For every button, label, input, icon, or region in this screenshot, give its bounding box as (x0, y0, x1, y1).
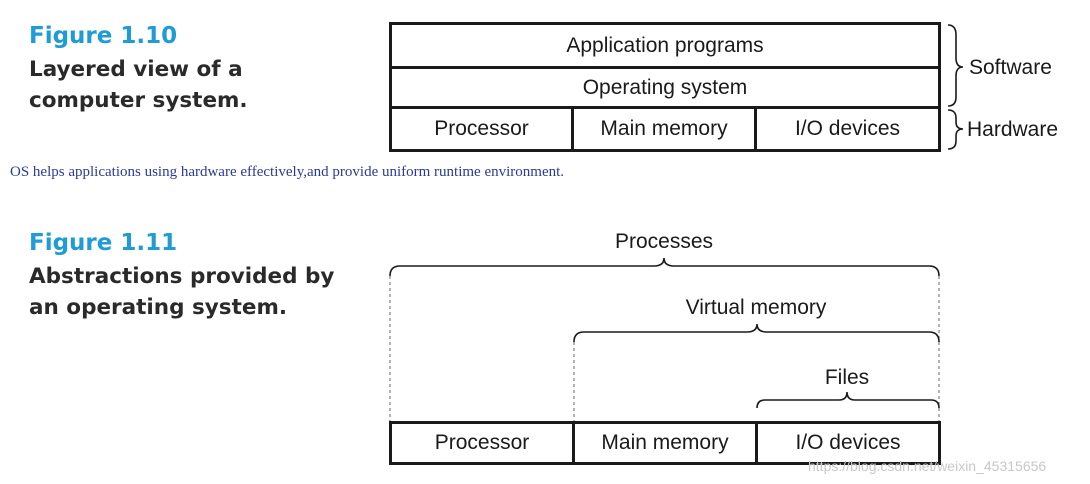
cell-divider (571, 106, 574, 152)
figure-1-11-caption: Abstractions provided by an operating sy… (29, 261, 334, 323)
files-brace-icon (756, 391, 940, 409)
processes-brace-icon (389, 257, 940, 277)
hardware-brace-icon (947, 109, 964, 150)
hardware-label: Hardware (967, 118, 1059, 141)
software-brace-icon (947, 24, 964, 107)
caption-line: Layered view of a (29, 57, 243, 82)
caption-line: an operating system. (29, 295, 288, 320)
layer-operating-system: Operating system (582, 75, 748, 99)
software-label: Software (969, 56, 1052, 79)
cell-divider (754, 106, 757, 152)
cell-main-memory: Main memory (601, 431, 729, 454)
processes-label: Processes (614, 230, 714, 253)
cell-processor: Processor (434, 431, 530, 454)
layer-divider (389, 106, 941, 109)
cell-io-devices: I/O devices (794, 117, 901, 140)
note-text: OS helps applications using hardware eff… (10, 164, 565, 180)
figure-1-10-number: Figure 1.10 (29, 23, 178, 49)
virtual-memory-label: Virtual memory (685, 296, 827, 319)
caption-line: Abstractions provided by (29, 264, 335, 289)
virtual-memory-brace-icon (573, 323, 940, 343)
cell-divider (572, 421, 575, 465)
diagram-frame (389, 22, 941, 152)
watermark-text: https://blog.csdn.net/weixin_45315656 (808, 458, 1047, 474)
cell-divider (755, 421, 758, 465)
layer-divider (389, 66, 941, 69)
cell-io-devices: I/O devices (795, 431, 901, 454)
cell-processor: Processor (434, 117, 529, 140)
layer-application-programs: Application programs (566, 33, 764, 57)
figure-1-10-caption: Layered view of a computer system. (29, 54, 248, 116)
files-label: Files (824, 366, 870, 389)
hardware-row-frame (389, 421, 941, 465)
caption-line: computer system. (29, 88, 248, 113)
cell-main-memory: Main memory (600, 117, 728, 140)
figure-1-11-number: Figure 1.11 (29, 230, 178, 256)
